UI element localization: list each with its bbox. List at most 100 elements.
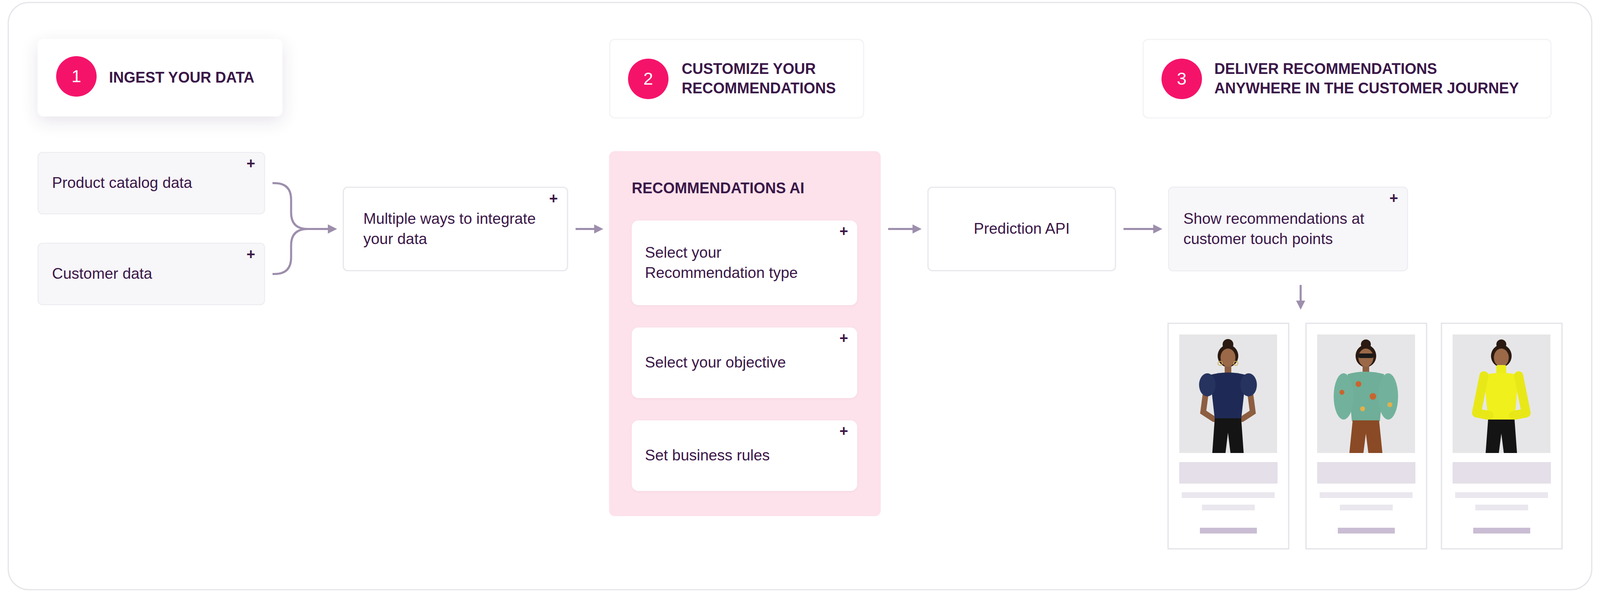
- step-number-circle: 3: [1161, 58, 1202, 100]
- placeholder-bar: [1452, 462, 1551, 484]
- hair-bun: [1222, 338, 1234, 350]
- placeholder-price: [1199, 527, 1257, 534]
- box-label: Prediction API: [973, 218, 1070, 239]
- sleeve: [1476, 375, 1489, 416]
- placeholder-bar: [1317, 462, 1416, 484]
- flower: [1355, 381, 1362, 387]
- arrow-head: [594, 224, 604, 234]
- sleeve: [1240, 373, 1257, 397]
- connector-line: [272, 229, 333, 275]
- connector: [272, 224, 337, 275]
- box-label: Select your objective: [644, 352, 786, 373]
- option-box: Select your Recommendation type +: [631, 220, 858, 306]
- model-photo: [1452, 334, 1551, 453]
- card-frame: [1306, 323, 1427, 549]
- product-card: [1441, 323, 1563, 549]
- connector: [888, 224, 922, 234]
- box-label: Multiple ways to integrate your data: [363, 208, 541, 249]
- connector: [575, 224, 604, 234]
- flower: [1339, 389, 1345, 395]
- top: [1209, 372, 1247, 420]
- down-arrow: [1296, 284, 1306, 310]
- hair-bun: [1496, 339, 1507, 350]
- flower: [1369, 393, 1377, 400]
- data-source-box: Product catalog data +: [37, 151, 266, 215]
- sleeve: [1378, 373, 1399, 420]
- expand-icon: +: [839, 423, 849, 439]
- step-number: 2: [643, 70, 653, 88]
- arrow-head: [1153, 224, 1163, 234]
- data-source-box: Customer data +: [37, 242, 266, 306]
- panel-title: RECOMMENDATIONS AI: [631, 179, 805, 197]
- arrow-head: [327, 224, 337, 234]
- card-frame: [1441, 323, 1563, 549]
- flower: [1387, 402, 1393, 408]
- step-title: DELIVER RECOMMENDATIONS ANYWHERE IN THE …: [1214, 59, 1522, 99]
- face: [1358, 348, 1374, 367]
- pants: [1212, 418, 1244, 453]
- arrow-line: [1299, 284, 1302, 303]
- earring: [1233, 361, 1238, 366]
- placeholder-line: [1475, 504, 1529, 511]
- card-frame: [1168, 323, 1289, 549]
- step-header: DELIVER RECOMMENDATIONS ANYWHERE IN THE …: [1142, 38, 1552, 119]
- face: [1493, 348, 1509, 367]
- model-photo: [1317, 334, 1416, 453]
- placeholder-line: [1181, 492, 1275, 498]
- sunglasses: [1358, 353, 1374, 358]
- box-label: Customer data: [52, 263, 153, 284]
- box-label: Product catalog data: [52, 173, 192, 193]
- arrow-head: [1296, 300, 1306, 310]
- expand-icon: +: [246, 156, 256, 171]
- photo-ground: [1452, 334, 1551, 453]
- step-title: CUSTOMIZE YOUR RECOMMENDATIONS: [681, 59, 856, 99]
- step-number-circle: 2: [628, 58, 669, 100]
- connector-line: [1123, 227, 1159, 230]
- connector: [272, 183, 337, 234]
- photo-ground: [1179, 334, 1278, 453]
- connector: [1123, 224, 1163, 234]
- step-title: INGEST YOUR DATA: [109, 68, 255, 88]
- placeholder-price: [1337, 527, 1395, 534]
- placeholder-line: [1319, 492, 1413, 498]
- sleeve: [1333, 373, 1354, 420]
- expand-icon: +: [246, 246, 256, 262]
- option-box: Set business rules +: [631, 420, 858, 491]
- option-box: Select your objective +: [631, 327, 858, 399]
- step-number: 3: [1176, 70, 1187, 88]
- expand-icon: +: [1389, 190, 1399, 206]
- product-card: [1306, 323, 1427, 549]
- expand-icon: +: [839, 223, 849, 239]
- product-card: [1168, 323, 1289, 549]
- hair-bun: [1360, 339, 1371, 350]
- pants: [1485, 419, 1518, 453]
- placeholder-bar: [1179, 462, 1278, 484]
- step-number-circle: 1: [56, 56, 97, 97]
- box-label: Set business rules: [644, 445, 770, 466]
- placeholder-price: [1473, 527, 1531, 534]
- step-header: CUSTOMIZE YOUR RECOMMENDATIONS 2: [609, 38, 865, 119]
- api-box: Prediction API: [927, 186, 1117, 272]
- expand-icon: +: [549, 191, 558, 207]
- face: [1220, 348, 1236, 367]
- step-header: INGEST YOUR DATA 1: [37, 38, 283, 117]
- placeholder-line: [1339, 504, 1393, 511]
- pants: [1349, 420, 1383, 453]
- flower: [1360, 406, 1366, 412]
- process-box: Multiple ways to integrate your data +: [342, 186, 569, 272]
- output-box: Show recommendations at customer touch p…: [1168, 186, 1408, 272]
- sleeve: [1513, 375, 1527, 416]
- expand-icon: +: [839, 330, 849, 346]
- model-photo: [1179, 334, 1278, 453]
- arrow-head: [327, 224, 337, 234]
- earring: [1218, 361, 1223, 366]
- step-number: 1: [71, 67, 81, 86]
- box-label: Select your Recommendation type: [644, 242, 827, 283]
- connector-line: [272, 183, 333, 230]
- ai-panel: RECOMMENDATIONS AI Select your Recommenda…: [609, 151, 881, 517]
- arrow-head: [912, 224, 922, 234]
- sleeve: [1199, 373, 1216, 397]
- outer-frame: [8, 2, 1592, 590]
- placeholder-line: [1201, 504, 1255, 511]
